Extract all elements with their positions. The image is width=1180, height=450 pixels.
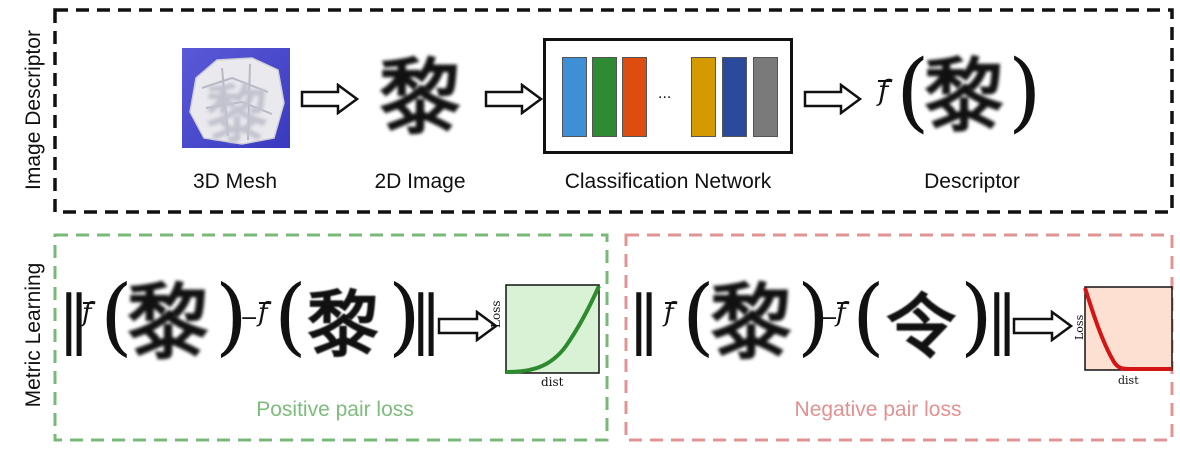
negative-pair-frame (624, 233, 1174, 442)
loss-curve (505, 285, 601, 374)
arrow-icon (484, 83, 544, 115)
network-layer (592, 57, 617, 137)
f-bar (259, 302, 271, 304)
arrow-icon (1012, 310, 1074, 342)
arrow-icon (803, 83, 863, 115)
right-paren: ) (215, 267, 248, 365)
right-paren: ) (960, 267, 993, 365)
left-paren: ( (852, 267, 885, 365)
positive-glyph: 黎 (306, 284, 379, 366)
network-caption: Classification Network (564, 170, 772, 193)
positive-character: 黎 (300, 284, 386, 366)
network-layer (562, 57, 587, 137)
right-paren: ) (1008, 42, 1042, 142)
negative-character: 令 (880, 286, 962, 368)
loss-curve (1083, 287, 1172, 371)
metric-learning-side-label: Metric Learning (22, 262, 45, 408)
norm-bar-right: ‖ (986, 283, 1018, 357)
left-paren: ( (896, 42, 930, 142)
arrow-icon (300, 83, 360, 115)
f-bar (837, 302, 849, 304)
negative-loss-plot (1083, 286, 1173, 371)
right-paren: ) (797, 267, 830, 365)
anchor-character: 黎 (120, 278, 216, 368)
minus-sign: − (820, 306, 839, 331)
descriptor-caption: Descriptor (924, 170, 1020, 193)
network-layer (722, 57, 747, 137)
left-paren: ( (274, 267, 307, 365)
network-ellipsis: ... (658, 85, 672, 102)
arrow-icon (437, 310, 499, 342)
left-paren: ( (100, 267, 133, 365)
descriptor-character: 黎 (918, 50, 1010, 142)
negative-caption: Negative pair loss (794, 398, 962, 421)
f-symbol: f (258, 298, 268, 328)
norm-bar-left: ‖ (628, 283, 660, 357)
positive-pair-frame (53, 233, 609, 442)
anchor-character: 黎 (703, 278, 799, 368)
f-bar (665, 302, 677, 304)
y-axis-label: Loss (1073, 314, 1086, 340)
mesh-caption: 3D Mesh (192, 170, 278, 193)
norm-bar-right: ‖ (410, 283, 442, 357)
network-layer (691, 57, 716, 137)
positive-caption: Positive pair loss (256, 398, 414, 421)
left-paren: ( (682, 267, 715, 365)
network-box: ... (543, 38, 793, 154)
f-symbol: f (82, 298, 92, 328)
mesh-render (189, 57, 285, 145)
network-layer (753, 57, 778, 137)
positive-loss-plot (505, 284, 601, 374)
mesh-character: 黎 (205, 78, 268, 148)
mesh-image: 黎 (182, 48, 290, 148)
x-axis-label: dist (1118, 374, 1139, 387)
anchor-glyph: 黎 (709, 278, 792, 368)
right-paren: ) (388, 267, 421, 365)
network-layer (622, 57, 647, 137)
f-bar (83, 302, 95, 304)
image-caption: 2D Image (374, 170, 466, 193)
character-image: 黎 (372, 50, 468, 146)
character-glyph: 黎 (378, 50, 461, 146)
image-descriptor-side-label: Image Descriptor (22, 30, 45, 190)
f-symbol: f (836, 298, 846, 328)
image-descriptor-frame (53, 8, 1174, 214)
f-bar (878, 80, 891, 82)
y-axis-label: Loss (489, 300, 503, 328)
minus-sign: − (240, 306, 259, 331)
f-symbol: f (878, 74, 889, 107)
f-symbol: f (664, 298, 674, 328)
anchor-glyph: 黎 (126, 278, 209, 368)
negative-glyph: 令 (886, 286, 956, 368)
norm-bar-left: ‖ (58, 283, 90, 357)
descriptor-glyph: 黎 (924, 50, 1004, 142)
x-axis-label: dist (541, 375, 564, 389)
